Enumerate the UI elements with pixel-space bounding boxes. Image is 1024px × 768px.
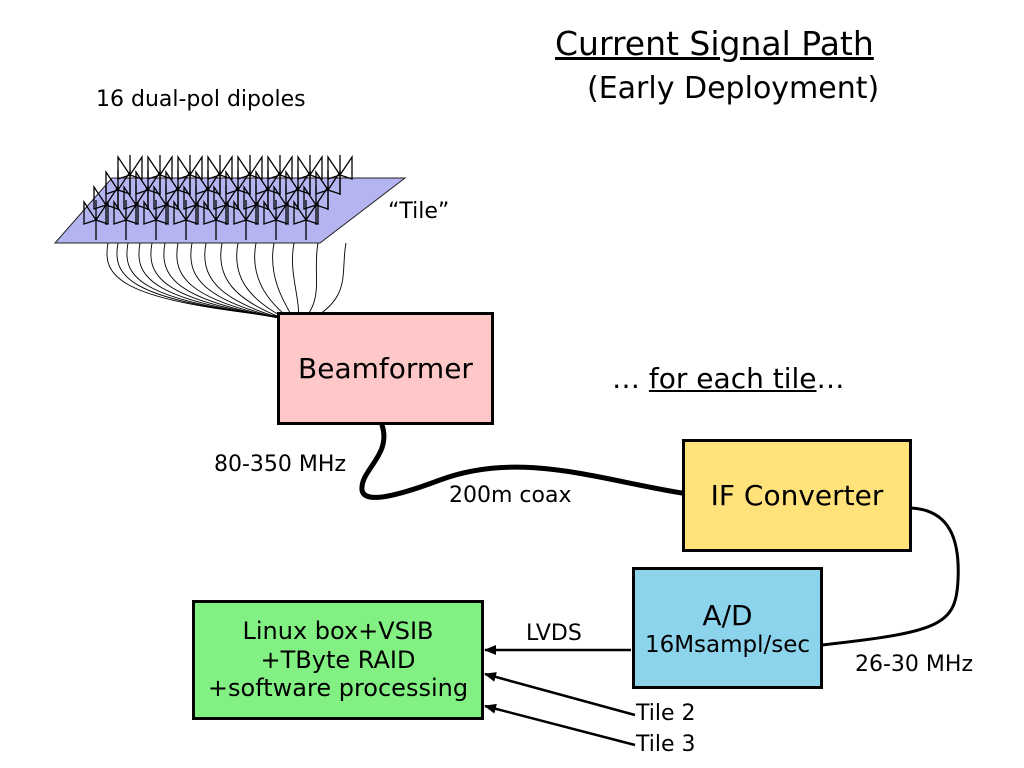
linux-box: Linux box+VSIB +TByte RAID +software pro… — [192, 600, 484, 720]
freq-out-label: 26-30 MHz — [855, 652, 973, 677]
per-tile-note: … for each tile… — [612, 362, 845, 395]
per-tile-prefix: … — [612, 362, 649, 395]
diagram-subtitle: (Early Deployment) — [587, 71, 880, 106]
tile2-arrow — [484, 672, 636, 717]
per-tile-emphasis: for each tile — [648, 362, 817, 395]
if-converter-box: IF Converter — [682, 439, 912, 552]
tile-cable — [190, 242, 289, 321]
beamformer-label: Beamformer — [298, 352, 473, 385]
tile-label: “Tile” — [388, 199, 450, 224]
tile-cable — [138, 242, 282, 319]
dipole-element — [83, 199, 109, 240]
linux-box-line1: Linux box+VSIB — [242, 616, 434, 645]
dipole-element — [113, 199, 139, 240]
coax-label: 200m coax — [449, 483, 572, 508]
dipole-element — [233, 199, 259, 240]
if-to-ad-cable — [821, 506, 960, 647]
lvds-label: LVDS — [526, 621, 582, 646]
dipole-element — [143, 199, 169, 240]
ad-converter-box: A/D 16Msampl/sec — [632, 567, 823, 689]
freq-in-label: 80-350 MHz — [214, 452, 346, 477]
tile-cable — [163, 242, 286, 320]
tile-cable — [176, 242, 287, 321]
beamformer-box: Beamformer — [277, 312, 494, 425]
tile-cable — [150, 242, 284, 319]
dipole-array — [83, 154, 353, 240]
ad-title: A/D — [702, 598, 753, 632]
tile3-arrow — [484, 703, 636, 747]
dipole-element — [293, 199, 319, 240]
coax-cable — [359, 422, 685, 500]
tile-cable — [204, 242, 290, 322]
per-tile-suffix: … — [816, 362, 845, 395]
linux-box-line3: +software processing — [207, 674, 469, 703]
tile3-label: Tile 3 — [636, 732, 696, 757]
dipoles-label: 16 dual-pol dipoles — [96, 87, 306, 112]
diagram-title: Current Signal Path — [555, 24, 874, 63]
tile2-label: Tile 2 — [636, 701, 696, 726]
tile-cable — [106, 242, 278, 317]
dipole-element — [263, 199, 289, 240]
tile-cable — [126, 242, 281, 318]
linux-box-line2: +TByte RAID — [260, 645, 416, 674]
dipole-element — [173, 199, 199, 240]
if-converter-label: IF Converter — [710, 479, 884, 512]
ad-rate: 16Msampl/sec — [644, 631, 811, 658]
tile-cable — [220, 242, 292, 322]
dipole-element — [203, 199, 229, 240]
